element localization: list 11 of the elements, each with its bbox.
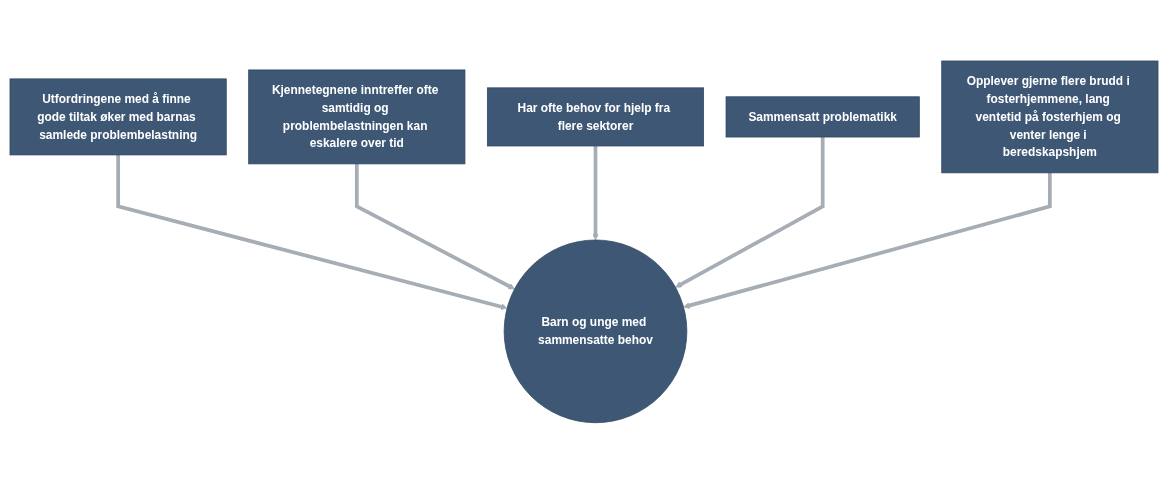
node-box: Opplever gjerne flere brudd i fosterhjemmene, lang ventetid på fosterhjem og venter lenge i beredskapshjem — [941, 60, 1159, 173]
arrow — [354, 163, 515, 289]
arrow — [683, 172, 1052, 309]
arrow — [592, 145, 599, 240]
node-box: Kjennetegnene inntreffer ofte samtidig og problembelastningen kan eskalere over tid — [248, 69, 466, 164]
node-box: Sammensatt problematikk — [725, 96, 920, 138]
node-box: Har ofte behov for hjelp fra flere sektorer — [486, 87, 704, 147]
node-circle: Barn og unge med sammensatte behov — [503, 239, 688, 423]
arrow — [116, 154, 508, 310]
node-box: Utfordringene med å finne gode tiltak øker med barnas samlede problembelastning — [9, 78, 227, 155]
arrow — [675, 136, 825, 288]
